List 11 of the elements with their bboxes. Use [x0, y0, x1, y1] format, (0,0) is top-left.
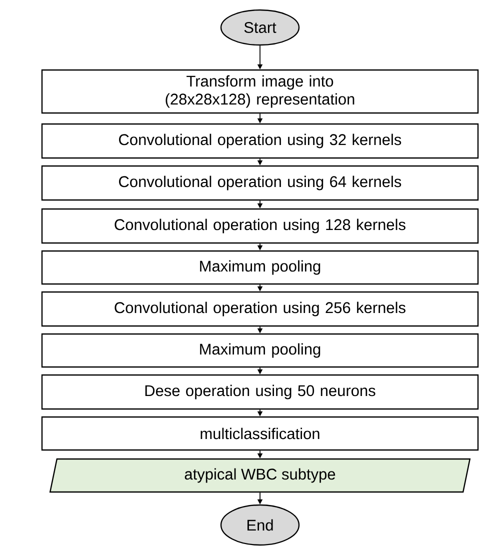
- process-box: Maximum pooling: [41, 250, 479, 285]
- process-box: Convolutional operation using 64 kernels: [41, 165, 479, 201]
- process-box: Convolutional operation using 256 kernels: [41, 291, 479, 327]
- process-box: Convolutional operation using 128 kernels: [41, 208, 479, 244]
- process-box: Transform image into (28x28x128) representation: [41, 69, 479, 114]
- process-box: multiclassification: [41, 416, 479, 451]
- terminal-oval: Start: [220, 9, 300, 46]
- terminal-oval: End: [220, 504, 300, 546]
- process-box: Maximum pooling: [41, 333, 479, 368]
- process-box: Dese operation using 50 neurons: [41, 374, 479, 410]
- process-box: Convolutional operation using 32 kernels: [41, 123, 479, 159]
